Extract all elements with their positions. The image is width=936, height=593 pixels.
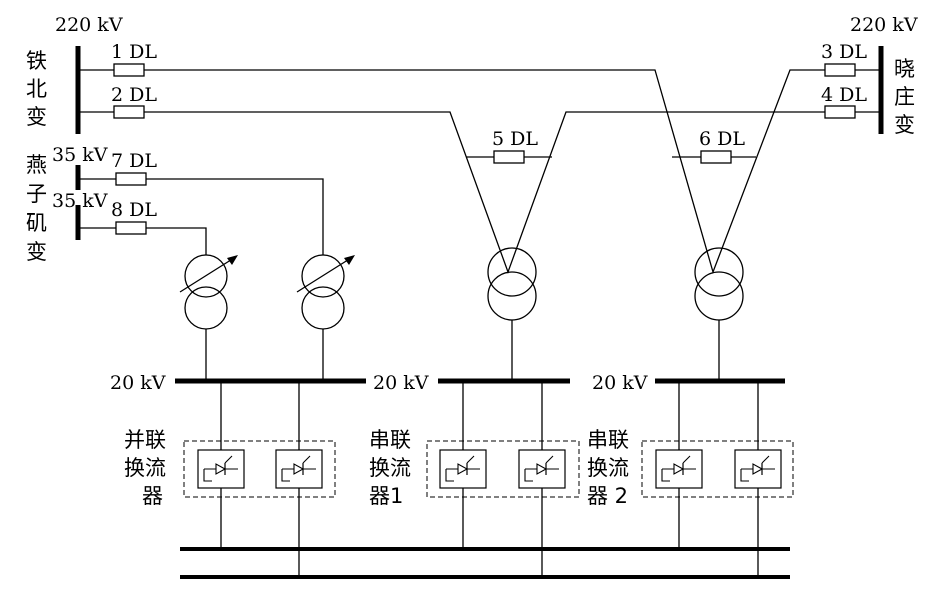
svg-text:变: 变 [26, 240, 47, 264]
series-converter-2-box [641, 440, 794, 498]
parallel-converter-label: 并联 换流 器 [124, 428, 166, 508]
svg-text:变: 变 [894, 113, 915, 137]
xiaozhuang-voltage-label: 220 kV [850, 14, 918, 36]
svg-text:庄: 庄 [894, 85, 915, 109]
breaker-4dl [824, 105, 856, 119]
breaker-1dl [113, 63, 145, 77]
svg-text:换流: 换流 [124, 456, 166, 480]
breaker-7dl [115, 172, 147, 186]
adjustable-transformer-1 [179, 254, 238, 330]
svg-text:器1: 器1 [369, 484, 403, 508]
yanziji-substation-name: 燕 子 矶 变 [26, 153, 47, 264]
svg-text:换流: 换流 [369, 456, 411, 480]
breaker-2dl-label: 2 DL [111, 84, 157, 106]
breaker-7dl-label: 7 DL [111, 150, 157, 172]
series-converter-2-label: 串联 换流 器 2 [587, 428, 629, 508]
breaker-2dl [113, 105, 145, 119]
series-converter-1-label: 串联 换流 器1 [369, 428, 411, 508]
tiebei-substation-name: 铁 北 变 [26, 49, 47, 129]
breaker-6dl [700, 150, 732, 164]
breaker-8dl [115, 221, 147, 235]
adjustable-transformer-2 [296, 254, 355, 330]
breaker-3dl [824, 63, 856, 77]
bus-20kv-right-label: 20 kV [592, 372, 648, 394]
svg-text:串联: 串联 [587, 428, 629, 452]
bus-20kv-middle-label: 20 kV [373, 372, 429, 394]
yanziji-voltage-label-2: 35 kV [52, 190, 108, 212]
series-converter-2-a [655, 449, 703, 489]
svg-text:燕: 燕 [26, 153, 47, 177]
line-2dl-4dl [80, 111, 881, 274]
svg-text:并联: 并联 [124, 428, 166, 452]
breaker-8dl-label: 8 DL [111, 199, 157, 221]
parallel-converter-box [183, 440, 336, 498]
svg-text:铁: 铁 [26, 49, 47, 73]
yanziji-voltage-label-1: 35 kV [52, 144, 108, 166]
series-converter-1-a [439, 449, 487, 489]
breaker-3dl-label: 3 DL [821, 41, 867, 63]
bus-20kv-left-label: 20 kV [110, 372, 166, 394]
svg-text:矶: 矶 [26, 211, 47, 235]
feeder-7dl [80, 178, 324, 255]
parallel-converter-a [197, 449, 245, 489]
svg-text:晓: 晓 [894, 57, 915, 81]
svg-text:串联: 串联 [369, 428, 411, 452]
svg-text:换流: 换流 [587, 456, 629, 480]
series-converter-2-b [734, 449, 782, 489]
svg-text:器: 器 [142, 484, 163, 508]
transformer-series-2 [694, 247, 744, 321]
svg-text:北: 北 [26, 77, 47, 101]
svg-text:子: 子 [26, 182, 47, 206]
breaker-4dl-label: 4 DL [821, 84, 867, 106]
xiaozhuang-substation-name: 晓 庄 变 [894, 57, 915, 137]
breaker-5dl-label: 5 DL [492, 128, 538, 150]
svg-text:器 2: 器 2 [587, 484, 628, 508]
parallel-converter-b [275, 449, 323, 489]
svg-text:变: 变 [26, 105, 47, 129]
breaker-1dl-label: 1 DL [111, 41, 157, 63]
series-converter-1-box [426, 440, 580, 498]
series-converter-1-b [518, 449, 566, 489]
tiebei-voltage-label: 220 kV [55, 14, 123, 36]
breaker-6dl-label: 6 DL [699, 128, 745, 150]
transformer-series-1 [487, 247, 537, 321]
breaker-5dl [493, 150, 525, 164]
line-1dl-3dl [80, 69, 881, 275]
